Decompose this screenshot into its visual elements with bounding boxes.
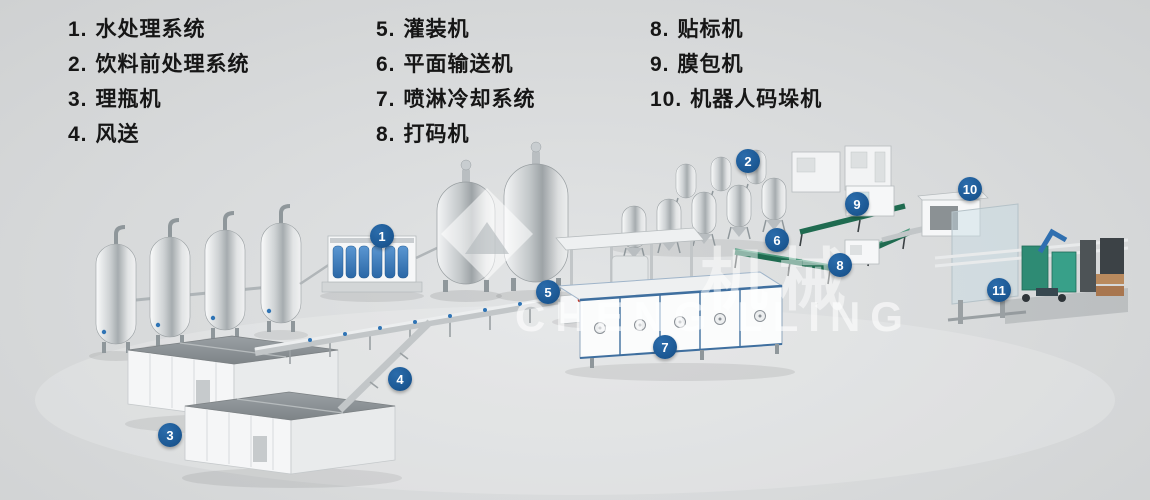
badge-10-palletizer: 10 (958, 177, 982, 201)
badge-1-water-treatment: 1 (370, 224, 394, 248)
spray-cooling-tunnel (556, 271, 795, 381)
badge-5-filler: 5 (536, 280, 560, 304)
watermark-cn-text: 机械 (700, 243, 856, 319)
legend-item-labeler: 8.贴标机 (650, 18, 744, 41)
legend-item-air-conveyor: 4.风送 (68, 123, 140, 146)
legend-item-water-treatment: 1.水处理系统 (68, 18, 206, 41)
legend-column-1: 1.水处理系统 2.饮料前处理系统 3.理瓶机 4.风送 (68, 12, 250, 152)
process-machines-top-right (791, 145, 892, 193)
robot-palletizer (934, 228, 1129, 324)
legend-item-flat-conveyor: 6.平面输送机 (376, 53, 514, 76)
badge-6-flat-conveyor: 6 (765, 228, 789, 252)
badge-7-spray-cooling: 7 (653, 335, 677, 359)
badge-11-robot: 11 (987, 278, 1011, 302)
watermark-en-right: LLING (737, 293, 913, 340)
badge-8-labeler: 8 (828, 253, 852, 277)
badge-3-unscrambler: 3 (158, 423, 182, 447)
legend-item-robot-palletizer: 10.机器人码垛机 (650, 88, 823, 111)
bottle-sheds (125, 335, 402, 488)
badge-9-shrink-wrapper: 9 (845, 192, 869, 216)
legend-item-pretreatment: 2.饮料前处理系统 (68, 53, 250, 76)
water-treatment-skid (299, 235, 438, 302)
legend-column-3: 8.贴标机 9.膜包机 10.机器人码垛机 (650, 12, 822, 117)
legend-item-coder: 8.打码机 (376, 123, 470, 146)
legend-item-shrink-wrapper: 9.膜包机 (650, 53, 744, 76)
legend-item-filler: 5.灌装机 (376, 18, 470, 41)
legend-column-2: 5.灌装机 6.平面输送机 7.喷淋冷却系统 8.打码机 (376, 12, 536, 152)
watermark-logo-mountain (465, 222, 509, 254)
badge-2-pretreatment: 2 (736, 149, 760, 173)
air-conveyor (254, 295, 561, 413)
legend: 1.水处理系统 2.饮料前处理系统 3.理瓶机 4.风送 5.灌装机 6.平面输… (0, 0, 1150, 150)
legend-item-unscrambler: 3.理瓶机 (68, 88, 162, 111)
badge-4-air-conveyor: 4 (388, 367, 412, 391)
legend-item-spray-cooling: 7.喷淋冷却系统 (376, 88, 536, 111)
watermark: 机械 CHENG LLING (441, 188, 913, 340)
